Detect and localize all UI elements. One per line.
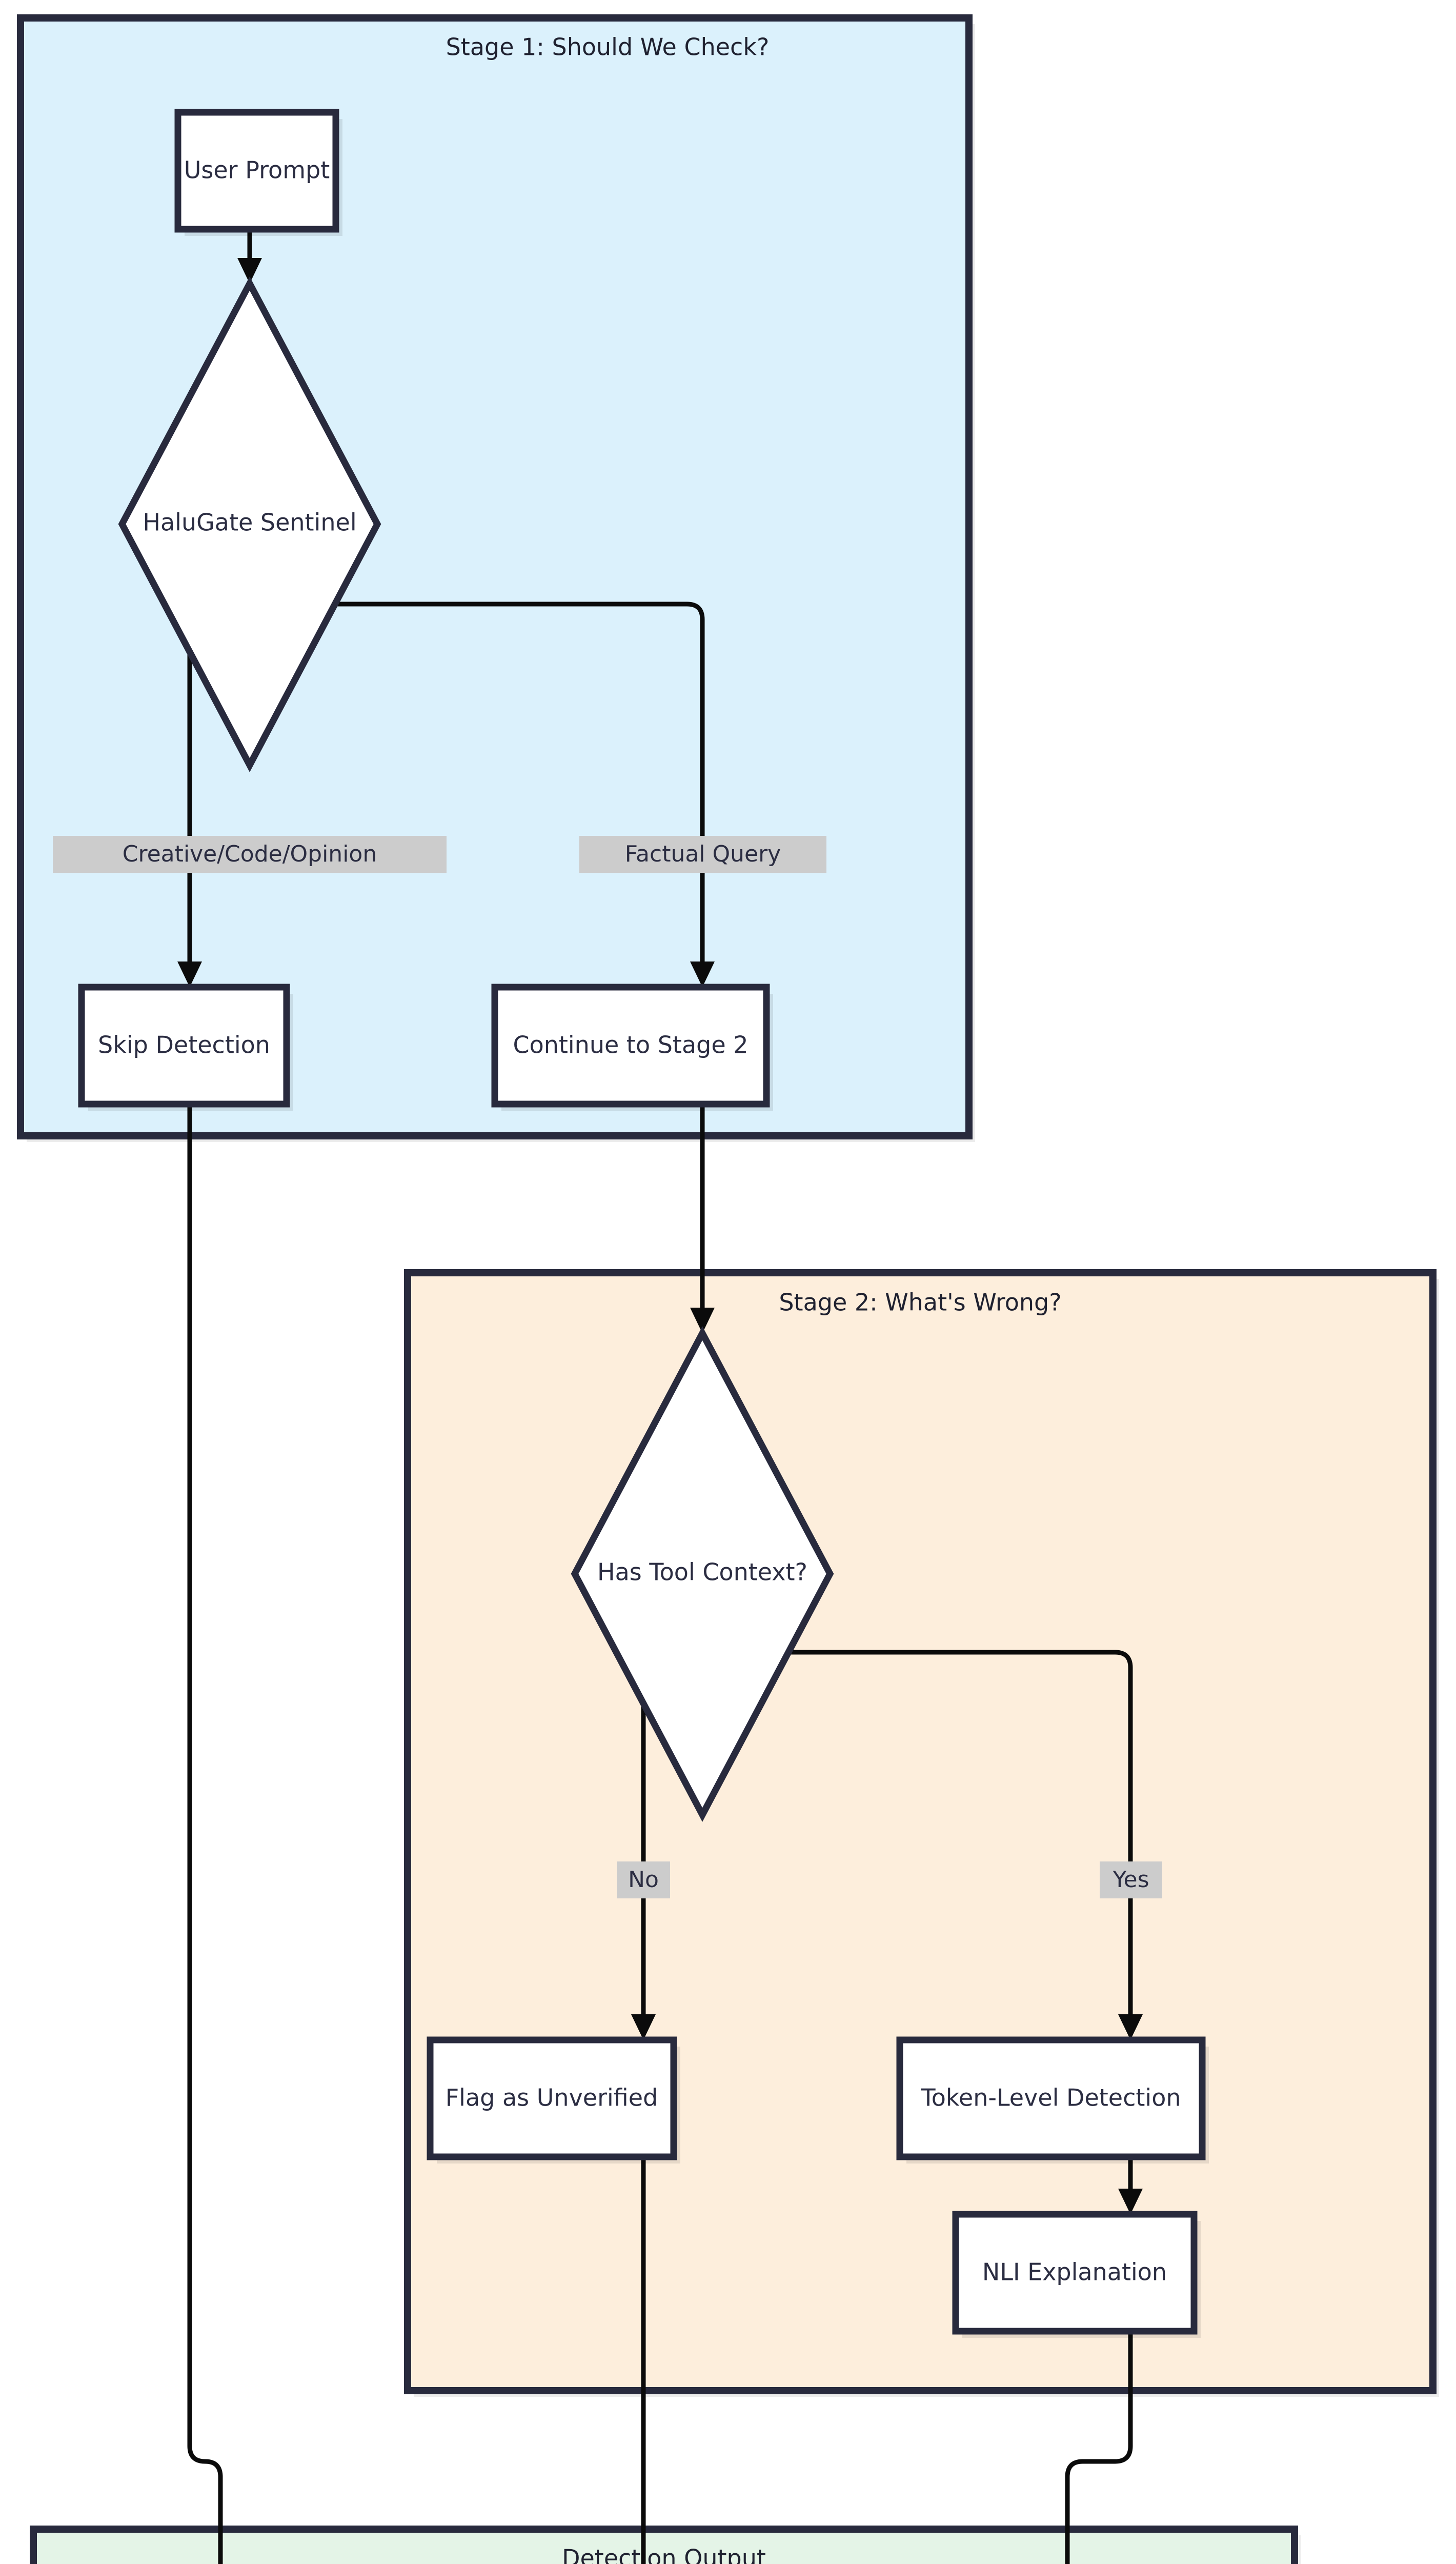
node-nli-explanation[interactable]: NLI Explanation (952, 2211, 1201, 2338)
node-has-tool-context[interactable]: Has Tool Context? (571, 1326, 834, 1822)
edge-arrowhead (1118, 2014, 1143, 2040)
node-skip-detection[interactable]: Skip Detection (78, 984, 293, 1111)
node-token-level-detection[interactable]: Token-Level Detection (896, 2036, 1209, 2164)
cluster-stage2-label: Stage 2: What's Wrong? (779, 1289, 1061, 1316)
edge-nli-to-report (1065, 2332, 1133, 2564)
node-has-tool-context-diamond[interactable] (571, 1326, 834, 1822)
node-token-level-detection-rect[interactable] (896, 2036, 1206, 2160)
node-halugate-sentinel-diamond[interactable] (118, 276, 381, 772)
edge-label-creative-code-opinion: Creative/Code/Opinion (53, 836, 447, 873)
edge-arrowhead (177, 962, 202, 987)
edge-label-text: Yes (1112, 1867, 1149, 1893)
edge-label-text: Creative/Code/Opinion (123, 841, 377, 867)
node-user-prompt-rect[interactable] (174, 109, 339, 233)
node-flag-as-unverified[interactable]: Flag as Unverified (427, 2036, 680, 2164)
cluster-output: Detection Output (30, 2526, 1301, 2564)
cluster-stage2-rect (404, 1269, 1437, 2394)
edge-user-prompt-to-halugate (237, 231, 262, 284)
node-halugate-sentinel[interactable]: HaluGate Sentinel (118, 276, 381, 772)
cluster-output-rect (30, 2526, 1298, 2564)
edge-continue-to-has-tool (690, 1107, 715, 1333)
edge-label-yes: Yes (1100, 1861, 1162, 1898)
node-continue-to-stage-2-rect[interactable] (491, 984, 770, 1108)
node-continue-to-stage-2[interactable]: Continue to Stage 2 (491, 984, 773, 1111)
edge-arrowhead (237, 258, 262, 284)
edge-label-factual-query: Factual Query (579, 836, 826, 873)
edge-arrowhead (690, 962, 715, 987)
cluster-stage2: Stage 2: What's Wrong? (404, 1269, 1439, 2397)
edge-label-background (53, 836, 447, 873)
cluster-output-label: Detection Output (562, 2545, 766, 2564)
edge-label-text: No (628, 1867, 659, 1893)
edge-arrowhead (631, 2014, 656, 2040)
node-flag-as-unverified-label: Flag as Unverified (446, 2084, 658, 2112)
edge-label-text: Factual Query (625, 841, 781, 867)
edge-arrowhead (690, 1308, 715, 1333)
node-skip-detection-label: Skip Detection (98, 1031, 270, 1059)
edge-arrowhead (1118, 2189, 1143, 2214)
edge-token-to-nli (1118, 2153, 1143, 2214)
node-nli-explanation-label: NLI Explanation (982, 2258, 1167, 2286)
node-flag-as-unverified-rect[interactable] (427, 2036, 677, 2160)
node-has-tool-context-label: Has Tool Context? (597, 1558, 807, 1586)
node-user-prompt[interactable]: User Prompt (174, 109, 342, 236)
node-token-level-detection-label: Token-Level Detection (921, 2084, 1181, 2112)
edge-label-no: No (617, 1861, 670, 1898)
cluster-stage1-label: Stage 1: Should We Check? (446, 33, 770, 61)
node-halugate-sentinel-label: HaluGate Sentinel (143, 509, 356, 536)
node-continue-to-stage-2-label: Continue to Stage 2 (513, 1031, 748, 1059)
edge-flag-to-warning (641, 2153, 646, 2564)
node-nli-explanation-rect[interactable] (952, 2211, 1198, 2335)
node-user-prompt-label: User Prompt (184, 156, 330, 184)
node-skip-detection-rect[interactable] (78, 984, 290, 1108)
edge-label-background (617, 1861, 670, 1898)
edge-label-background (579, 836, 826, 873)
edge-label-background (1100, 1861, 1162, 1898)
edge-skip-to-pass-through (187, 1107, 223, 2564)
